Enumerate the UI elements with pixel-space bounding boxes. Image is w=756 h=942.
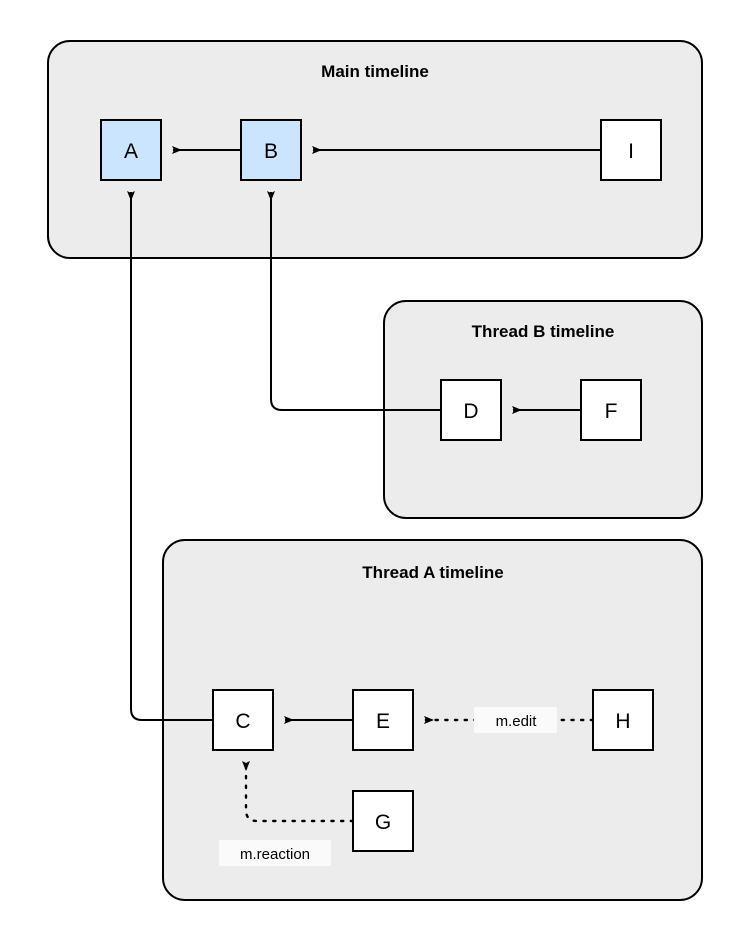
node-h[interactable]: H [592,689,654,751]
edge-c-to-a-path [127,191,213,721]
node-d[interactable]: D [440,379,502,441]
node-i-box[interactable] [600,119,662,181]
node-a-label: A [124,140,138,163]
node-f-label: F [605,400,618,423]
node-a[interactable]: A [100,119,162,181]
edge-label-m-reaction-backdrop [219,840,331,866]
edge-c-to-a [127,191,213,721]
edge-label-m-reaction-text: m.reaction [240,846,310,863]
edge-g-to-c [242,760,355,823]
node-b-box[interactable] [240,119,302,181]
edge-label-m-edit-backdrop [474,707,557,733]
group-main-timeline-title: Main timeline [321,62,429,81]
node-b[interactable]: B [240,119,302,181]
node-f[interactable]: F [580,379,642,441]
edge-label-m-edit: m.edit [474,707,557,733]
edge-d-to-b-path [267,191,441,411]
node-h-box[interactable] [592,689,654,751]
node-i-label: I [628,140,634,163]
node-d-label: D [463,400,478,423]
node-d-box[interactable] [440,379,502,441]
node-g[interactable]: G [352,790,414,852]
node-a-box[interactable] [100,119,162,181]
node-g-box[interactable] [352,790,414,852]
node-e-box[interactable] [352,689,414,751]
edge-label-m-edit-text: m.edit [496,713,538,730]
node-c[interactable]: C [212,689,274,751]
edge-label-m-reaction: m.reaction [219,840,331,866]
node-f-box[interactable] [580,379,642,441]
group-thread-b-timeline-title: Thread B timeline [472,322,615,341]
node-c-label: C [235,710,250,733]
node-i[interactable]: I [600,119,662,181]
group-thread-a-timeline-title: Thread A timeline [362,563,503,582]
node-c-box[interactable] [212,689,274,751]
edge-g-to-c-path [242,760,355,823]
node-g-label: G [375,811,391,834]
node-e-label: E [376,710,390,733]
edge-d-to-b [267,191,441,411]
node-e[interactable]: E [352,689,414,751]
node-b-label: B [264,140,278,163]
node-h-label: H [615,710,630,733]
